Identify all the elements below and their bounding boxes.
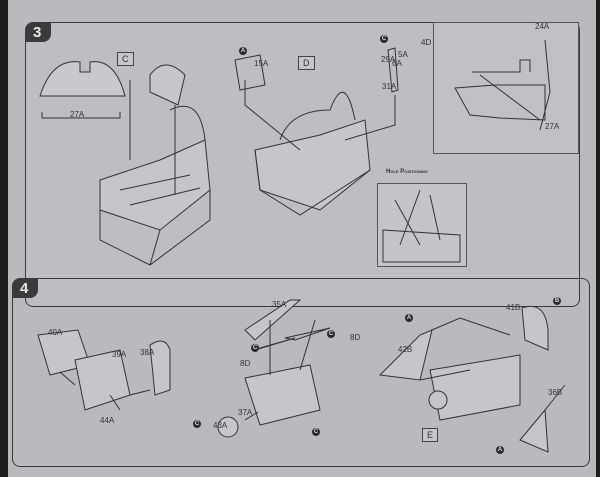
part-label-36b: 36B [548,388,563,397]
inset-label-24a: 24A [535,22,550,31]
step-4-badge: 4 [13,279,39,298]
part-label-42b: 42B [398,345,413,354]
engine-parts-left-drawing [37,329,171,411]
part-label-44a: 44A [100,416,115,425]
sprue-marker-a1: A [405,314,413,322]
part-label-35a: 35A [272,300,287,309]
hole-positioning-drawing [382,189,461,263]
inset-label-6a: 6A [392,59,402,68]
inset-label-4d: 4D [421,38,432,47]
step-3-badge: 3 [26,23,52,42]
part-label-27a: 27A [70,110,85,119]
callout-box-c: C [117,52,134,66]
seat-frame-left-drawing [99,64,211,266]
callout-box-e: E [422,428,439,442]
hole-positioning-title: Hole Positioning [386,169,428,175]
part-label-8d-left: 8D [240,359,251,368]
part-label-15a: 15A [254,59,269,68]
part-label-38a: 38A [140,348,155,357]
step-4-panel [12,278,590,467]
seat-back-27a-drawing [39,61,126,119]
sprue-marker-c1: C [251,344,259,352]
part-label-41b: 41B [506,303,521,312]
engine-mount-right-drawing [378,305,566,453]
inset-label-5a: 5A [398,50,408,59]
inset-label-31a: 31A [382,82,397,91]
part-label-39a: 39A [112,350,127,359]
sprue-marker-c3: C [193,420,201,428]
sprue-marker-a: A [239,47,247,55]
part-label-8d-right: 8D [350,333,361,342]
seat-frame-right-drawing [234,47,399,216]
part-label-40a: 40A [48,328,63,337]
sprue-marker-c2: C [327,330,335,338]
inset-frame-drawing [454,39,551,131]
inset-label-27a: 27A [545,122,560,131]
sprue-marker-b: B [553,297,561,305]
sprue-marker-c4: C [312,428,320,436]
part-label-43a: 43A [213,421,228,430]
sprue-marker-c: C [380,35,388,43]
sprue-marker-a2: A [496,446,504,454]
part-label-37a: 37A [238,408,253,417]
engine-block-center-drawing [217,299,331,438]
hole-positioning-inset [377,183,467,267]
callout-box-d: D [298,56,315,70]
part-label-29a: 29A [381,55,396,64]
